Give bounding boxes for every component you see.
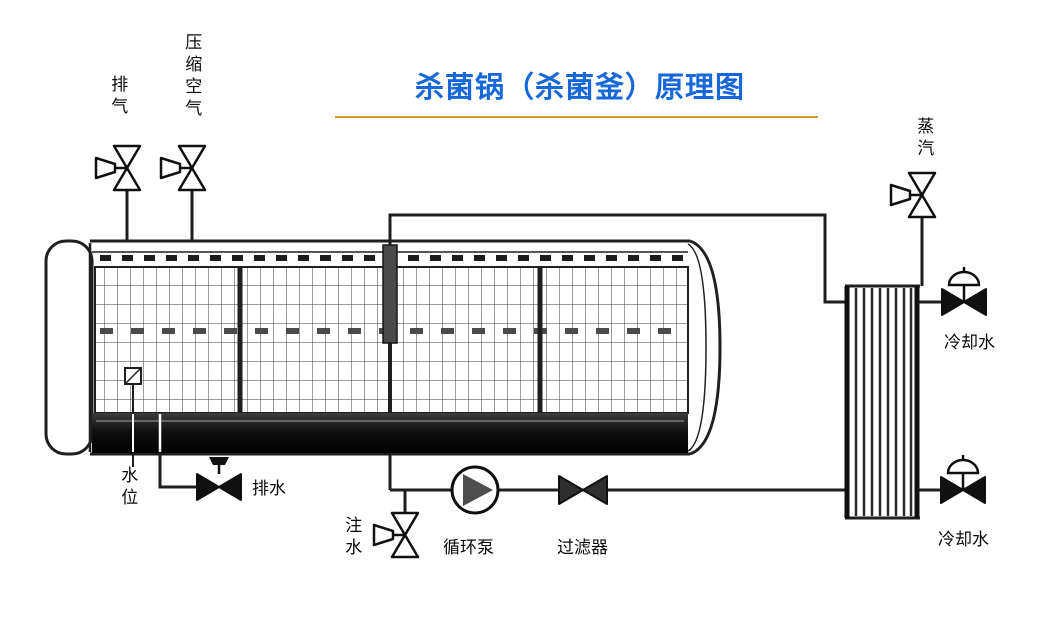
page-title: 杀菌锅（杀菌釜）原理图 (414, 72, 745, 104)
title-underline (335, 116, 818, 118)
label-water-fill: 注水 (342, 516, 362, 560)
label-cooling-water-top: 冷却水 (944, 333, 995, 352)
water-level-indicator (124, 367, 142, 385)
cooling-water-valve-bottom (940, 455, 986, 504)
vessel-right-cap-inner (687, 243, 707, 452)
exhaust-valve (94, 144, 142, 192)
label-exhaust: 排气 (108, 75, 128, 119)
vessel-left-cap (44, 239, 94, 456)
label-drain: 排水 (252, 479, 286, 498)
label-cooling-water-bottom: 冷却水 (938, 530, 989, 549)
compressed-air-valve (159, 144, 207, 192)
label-steam: 蒸汽 (914, 117, 934, 161)
center-spray-pipe (382, 244, 398, 344)
drain-valve (196, 457, 242, 501)
vessel-right-cap-outer (689, 239, 722, 456)
vessel-bottom-band (92, 413, 688, 453)
label-compressed-air: 压缩空气 (182, 33, 202, 121)
label-circulation-pump: 循环泵 (443, 538, 494, 557)
circulation-pump-symbol (450, 465, 500, 515)
pipe-top-circulation (388, 213, 847, 304)
label-filter: 过滤器 (557, 538, 608, 557)
heat-exchanger (844, 284, 920, 520)
steam-valve (889, 171, 937, 219)
pipe-drain (158, 455, 197, 489)
filter-symbol (558, 475, 608, 505)
cooling-water-valve-top (941, 267, 987, 316)
water-fill-valve (372, 511, 420, 559)
sterilizer-vessel (44, 239, 722, 456)
label-water-level: 水位 (118, 466, 138, 510)
